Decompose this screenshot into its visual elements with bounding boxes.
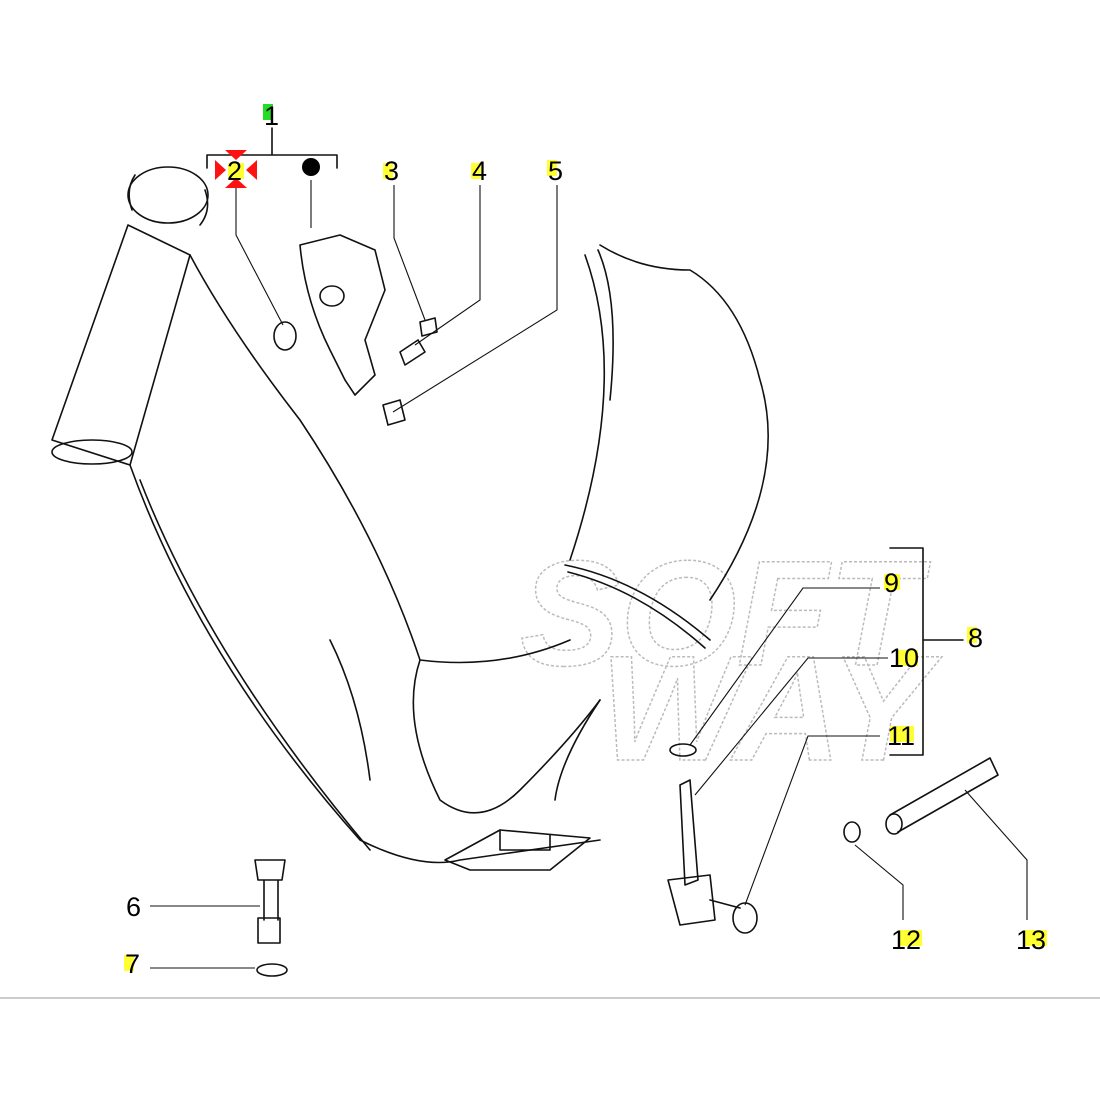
callout-6: 6 <box>126 892 141 922</box>
callout-9: 9 <box>884 568 899 598</box>
callout-13: 13 <box>1016 925 1046 955</box>
callout-5: 5 <box>548 156 563 186</box>
plug-body <box>257 917 281 944</box>
o-ring-part <box>273 321 297 351</box>
clip-nut-part <box>382 399 406 426</box>
watermark-soft: SOFT <box>520 529 931 697</box>
fuel-hose-part <box>889 757 999 833</box>
watermark: SOFT WAY <box>519 528 943 793</box>
callout-8: 8 <box>968 623 983 653</box>
watermark-way: WAY <box>600 624 942 792</box>
callout-12: 12 <box>891 925 921 955</box>
callout-4: 4 <box>472 156 487 186</box>
callout-1: 1 <box>264 101 279 131</box>
bracket-part <box>299 234 386 396</box>
assembly-dot-icon <box>302 158 320 176</box>
drain-plug-part <box>254 859 286 921</box>
group-bracket-1 <box>206 127 338 176</box>
parts <box>254 234 999 977</box>
leader-lines <box>150 180 1028 969</box>
hose-clip-part <box>843 821 861 843</box>
callout-10: 10 <box>889 643 919 673</box>
fuel-tap-part <box>667 874 741 926</box>
seal-part <box>669 743 697 757</box>
washer-part <box>256 963 288 977</box>
callout-7: 7 <box>125 949 140 979</box>
scooter-frame <box>51 166 769 871</box>
screw-parts <box>399 317 438 366</box>
callout-labels: 1 2 3 4 5 6 7 8 9 10 11 12 13 <box>124 101 1047 979</box>
callout-3: 3 <box>384 156 399 186</box>
callout-2: 2 <box>227 156 242 186</box>
filter-tube-part <box>679 779 699 886</box>
callout-11: 11 <box>887 721 915 751</box>
